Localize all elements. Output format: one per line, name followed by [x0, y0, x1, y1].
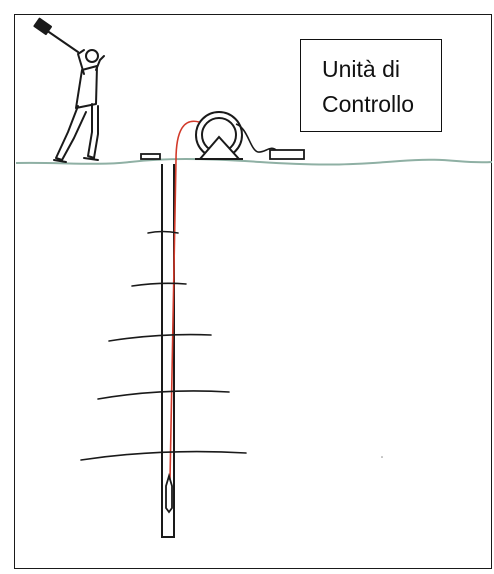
surface-box-right [269, 149, 305, 160]
wave-front-4 [97, 390, 230, 400]
ground-surface [15, 158, 493, 166]
cable-to-unit [235, 123, 277, 153]
wave-front-2 [131, 282, 187, 287]
wave-fronts [80, 230, 247, 461]
control-unit-label-line1: Unità di [322, 56, 400, 82]
downhole-cable [169, 120, 200, 481]
wave-front-3 [108, 333, 212, 342]
control-unit-label-box: Unità di Controllo [300, 39, 442, 132]
drill-tip-icon [165, 472, 173, 514]
wave-front-1 [147, 230, 179, 234]
diagram-frame [14, 14, 492, 569]
cable-reel-icon [195, 111, 243, 160]
surface-plate-left [140, 153, 161, 160]
speck [381, 456, 383, 458]
wave-front-5 [80, 450, 247, 461]
control-unit-label-line2: Controllo [322, 91, 415, 117]
hammer-operator-icon [33, 17, 105, 163]
